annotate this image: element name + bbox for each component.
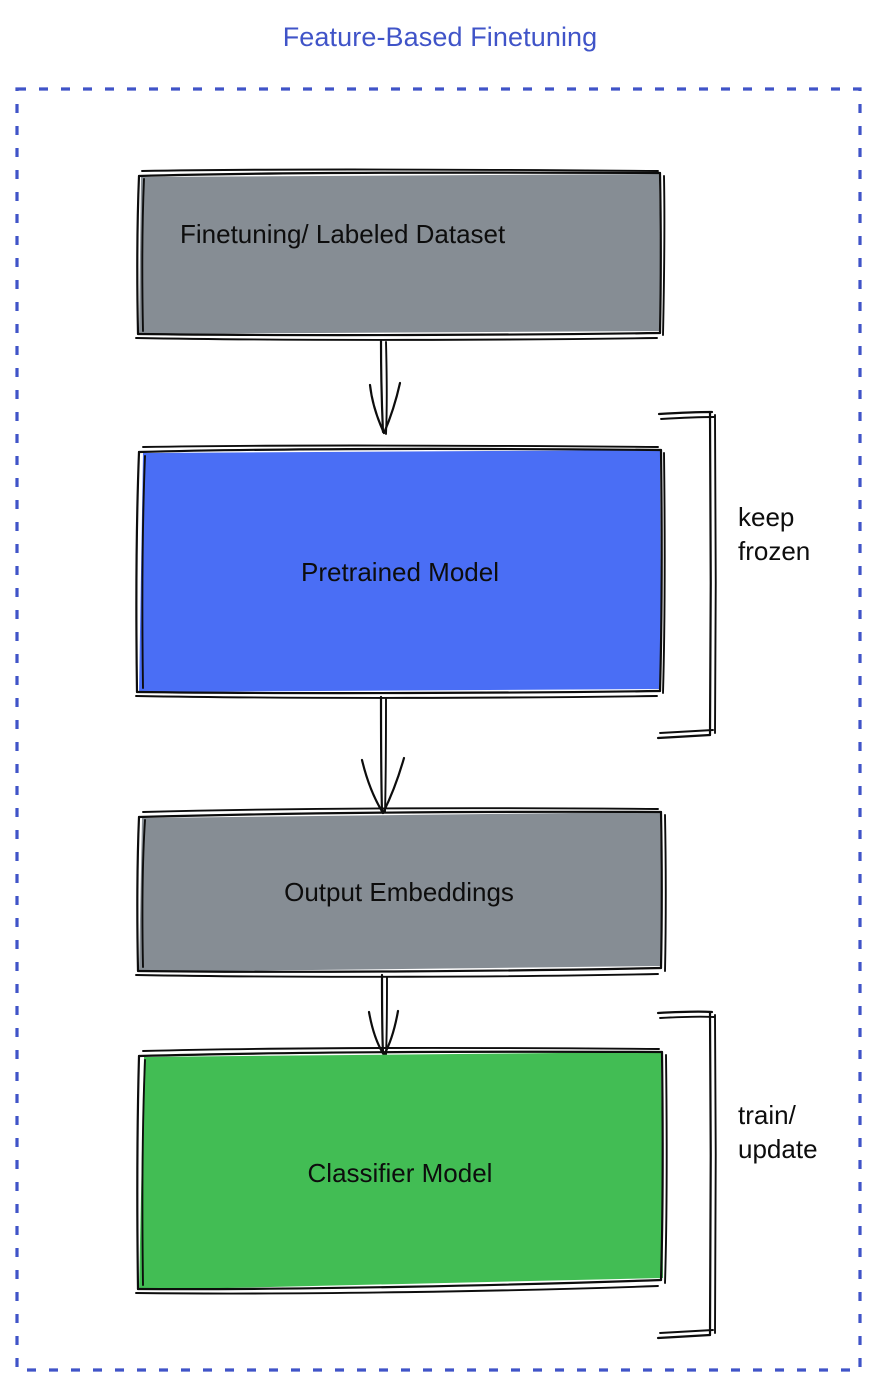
- keep-frozen-bracket-bottom: [656, 733, 712, 740]
- node-classifier-model-label: Classifier Model: [308, 1158, 493, 1188]
- node-pretrained-model-edge-left: [135, 450, 141, 694]
- node-classifier-model-edge-right2: [664, 1054, 668, 1284]
- arrow-pretrained-to-embeddings-stem2: [384, 698, 387, 813]
- node-output-embeddings-edge-bottom: [136, 966, 663, 973]
- node-output-embeddings-edge-right: [659, 810, 663, 970]
- train-update-bracket-spine2: [714, 1014, 717, 1334]
- node-pretrained-model-label: Pretrained Model: [301, 557, 499, 587]
- keep-frozen-bracket-spine: [708, 410, 712, 737]
- arrow-dataset-to-pretrained-head-right: [382, 381, 402, 435]
- node-finetuning-dataset-edge-right: [658, 171, 662, 335]
- node-finetuning-dataset-edge-left: [136, 174, 141, 336]
- node-classifier-model-edge-left2: [141, 1059, 146, 1286]
- train-update-bracket-top: [656, 1010, 714, 1015]
- node-pretrained-model-edge-bottom2: [135, 695, 658, 699]
- node-finetuning-dataset-fill: [139, 174, 661, 334]
- page-title: Feature-Based Finetuning: [282, 22, 598, 52]
- node-pretrained-model[interactable]: Pretrained Model: [135, 444, 666, 699]
- node-classifier-model-edge-top2: [142, 1047, 660, 1052]
- node-finetuning-dataset-edge-bottom2: [135, 337, 658, 341]
- node-pretrained-model-edge-top2: [142, 444, 659, 448]
- node-classifier-model-edge-bottom: [136, 1278, 663, 1291]
- node-pretrained-model-fill: [139, 450, 661, 692]
- dashed-container-frame: [15, 87, 862, 1372]
- arrow-dataset-to-pretrained-stem: [379, 339, 385, 434]
- node-finetuning-dataset[interactable]: Finetuning/ Labeled Dataset: [135, 168, 666, 341]
- node-finetuning-dataset-edge-left2: [141, 178, 145, 332]
- node-output-embeddings-edge-right2: [664, 814, 667, 972]
- train-update-bracket-bottom2: [659, 1329, 714, 1334]
- node-classifier-model-edge-left: [136, 1054, 141, 1291]
- keep-frozen-bracket-top: [657, 410, 714, 416]
- arrow-dataset-to-pretrained-head-left: [368, 383, 386, 435]
- train-update-bracket-top2: [659, 1015, 715, 1019]
- keep-frozen-bracket-top2: [660, 416, 715, 420]
- annotation-keep-frozen: keep frozen: [656, 410, 810, 740]
- keep-frozen-bracket-bottom2: [659, 729, 714, 734]
- annotation-train-update: train/ update: [656, 1010, 818, 1340]
- node-output-embeddings-edge-bottom2: [135, 973, 659, 978]
- node-finetuning-dataset-edge-top: [137, 171, 662, 178]
- node-classifier-model[interactable]: Classifier Model: [135, 1047, 668, 1295]
- arrow-embeddings-to-classifier-stem2: [385, 976, 388, 1056]
- node-classifier-model-edge-top: [137, 1050, 664, 1058]
- node-finetuning-dataset-edge-bottom: [136, 331, 662, 337]
- arrow-dataset-to-pretrained: [368, 339, 402, 435]
- node-output-embeddings-edge-left2: [141, 819, 146, 968]
- arrow-dataset-to-pretrained-stem2: [385, 341, 388, 435]
- node-pretrained-model-edge-top: [137, 447, 663, 454]
- node-output-embeddings-edge-left: [136, 815, 141, 973]
- node-finetuning-dataset-edge-top2: [141, 168, 659, 172]
- node-output-embeddings[interactable]: Output Embeddings: [135, 807, 667, 978]
- node-output-embeddings-fill: [139, 812, 662, 972]
- keep-frozen-bracket-spine2: [714, 414, 717, 734]
- node-classifier-model-fill: [139, 1052, 663, 1290]
- node-output-embeddings-edge-top: [137, 810, 663, 819]
- node-finetuning-dataset-edge-right2: [662, 175, 666, 336]
- node-pretrained-model-edge-bottom: [135, 689, 662, 695]
- node-classifier-model-edge-bottom2: [135, 1285, 659, 1295]
- node-output-embeddings-label: Output Embeddings: [284, 877, 514, 907]
- node-output-embeddings-edge-top2: [142, 807, 659, 813]
- arrow-pretrained-to-embeddings: [360, 695, 406, 815]
- arrow-pretrained-to-embeddings-stem: [379, 695, 384, 814]
- train-update-label-line-1: train/: [738, 1100, 797, 1130]
- keep-frozen-label-line-1: keep: [738, 502, 794, 532]
- train-update-label-line-2: update: [738, 1134, 818, 1164]
- arrow-embeddings-to-classifier: [367, 973, 400, 1057]
- train-update-bracket-spine: [708, 1010, 712, 1337]
- node-pretrained-model-edge-left2: [141, 455, 146, 689]
- node-pretrained-model-edge-right: [658, 448, 663, 693]
- node-classifier-model-edge-right: [659, 1050, 664, 1282]
- node-pretrained-model-edge-right2: [662, 452, 666, 694]
- keep-frozen-label-line-2: frozen: [738, 536, 810, 566]
- node-finetuning-dataset-label: Finetuning/ Labeled Dataset: [180, 219, 506, 249]
- train-update-bracket-bottom: [656, 1333, 712, 1340]
- arrow-pretrained-to-embeddings-head-left: [360, 758, 385, 815]
- arrow-embeddings-to-classifier-stem: [380, 973, 385, 1055]
